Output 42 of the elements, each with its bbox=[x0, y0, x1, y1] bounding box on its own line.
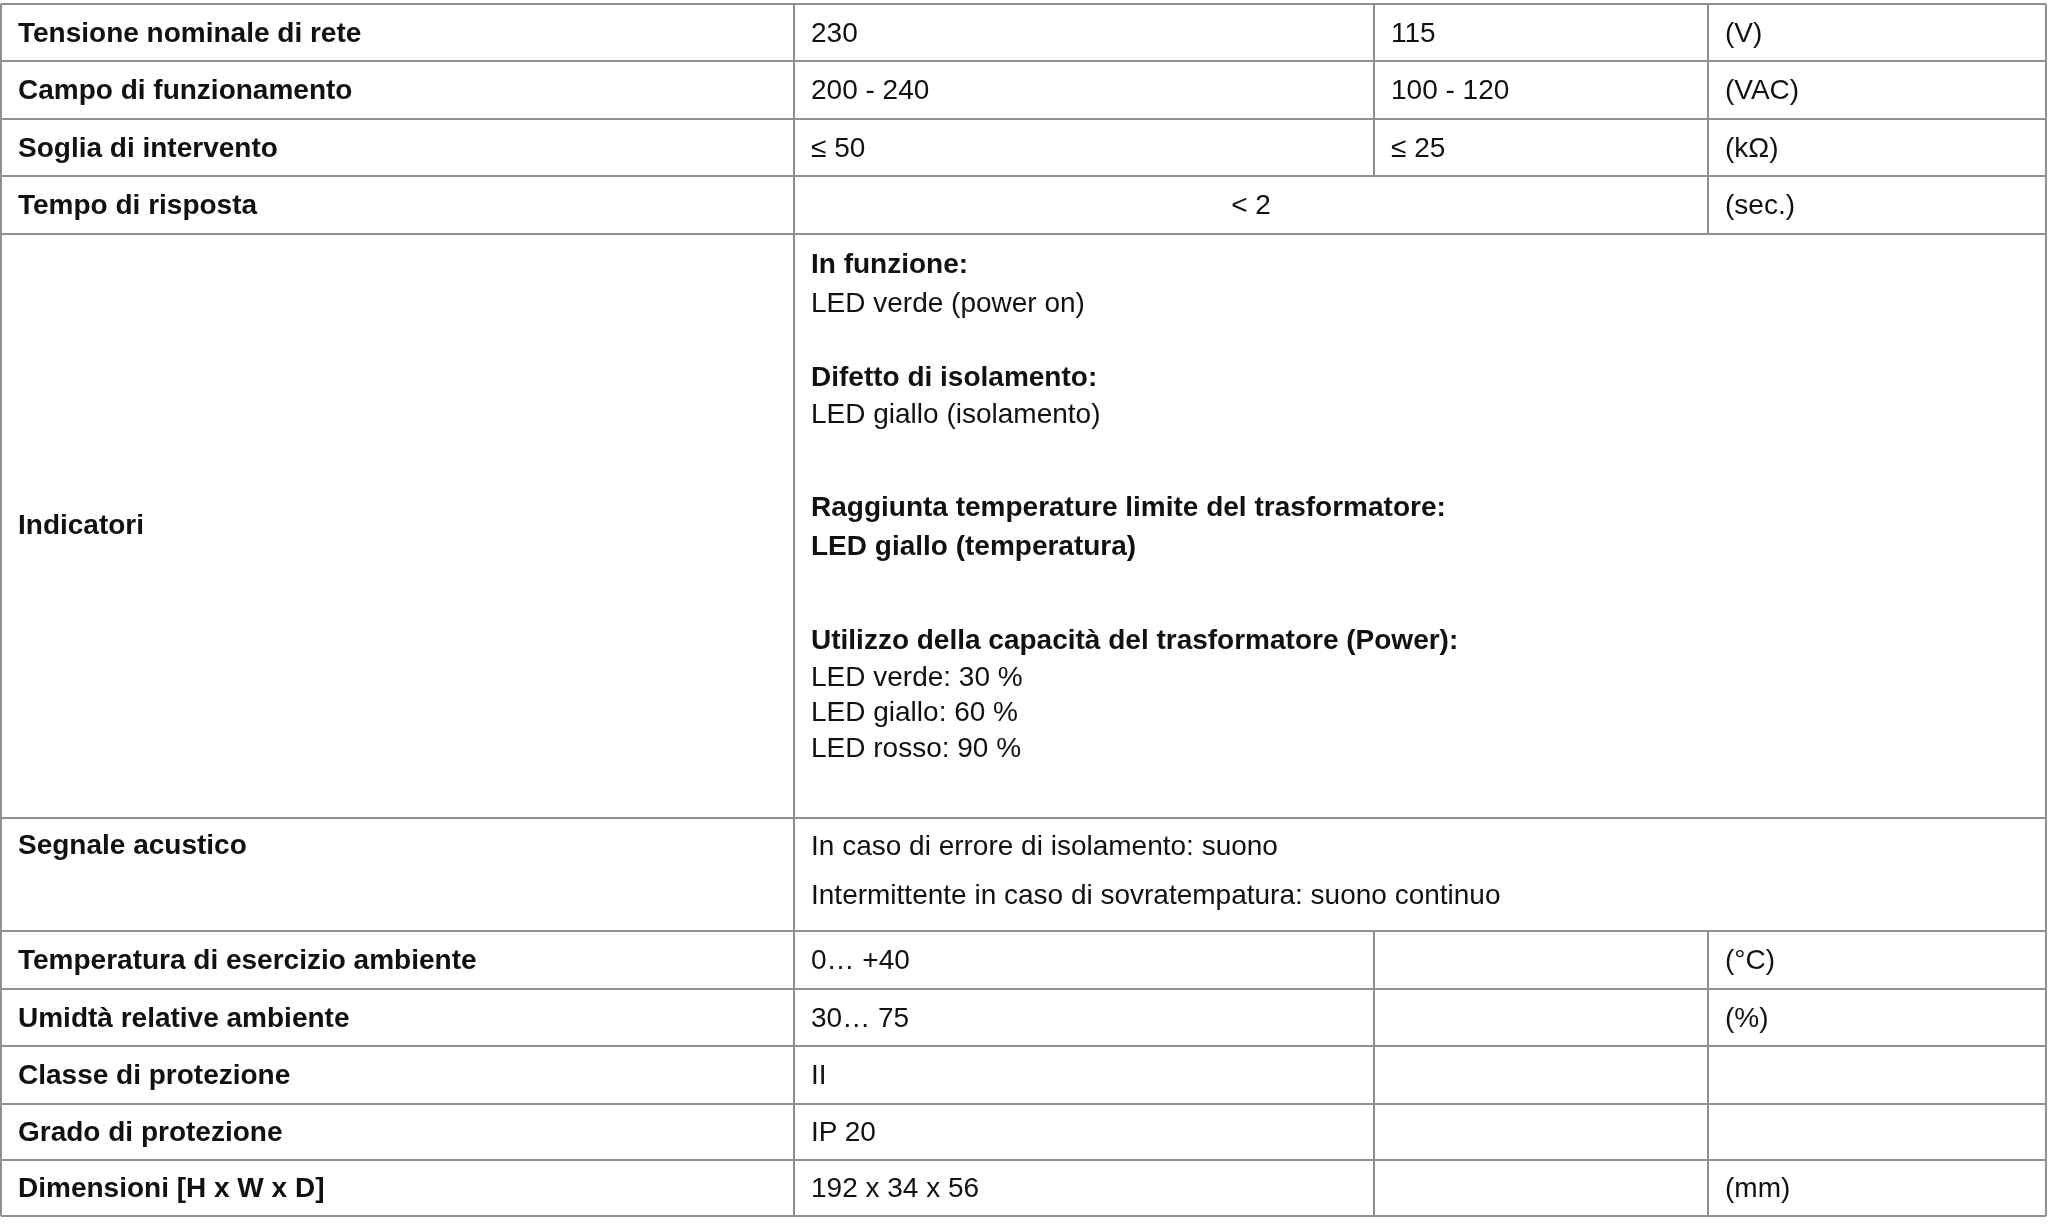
value-text: 200 - 240 bbox=[811, 73, 930, 107]
indicator-text: LED verde: 30 % bbox=[811, 660, 1023, 694]
indicator-text: LED giallo (temperatura) bbox=[811, 529, 1137, 563]
indicator-heading: Raggiunta temperature limite del trasformatore: bbox=[811, 490, 1446, 524]
value-text: II bbox=[811, 1058, 827, 1092]
value-text: 192 x 34 x 56 bbox=[811, 1171, 980, 1205]
value-text: 115 bbox=[1391, 16, 1436, 49]
value-text: ≤ 25 bbox=[1391, 131, 1446, 164]
row-label: Segnale acustico bbox=[18, 828, 247, 862]
unit-text: (%) bbox=[1725, 1001, 1769, 1034]
row-label: Grado di protezione bbox=[18, 1115, 283, 1149]
indicator-heading: Difetto di isolamento: bbox=[811, 360, 1098, 394]
indicator-text: LED giallo (isolamento) bbox=[811, 397, 1101, 431]
value-text: Intermittente in caso di sovratempatura: suono continuo bbox=[811, 878, 1501, 912]
unit-text: (V) bbox=[1725, 16, 1763, 49]
value-text: 100 - 120 bbox=[1391, 73, 1510, 107]
value-text: 0… +40 bbox=[811, 943, 910, 977]
value-text: < 2 bbox=[1231, 188, 1271, 222]
row-label: Tensione nominale di rete bbox=[18, 16, 362, 49]
value-text: In caso di errore di isolamento: suono bbox=[811, 829, 1278, 863]
indicator-heading: In funzione: bbox=[811, 247, 969, 281]
value-text: 30… 75 bbox=[811, 1001, 910, 1034]
unit-text: (sec.) bbox=[1725, 188, 1795, 222]
value-text: 230 bbox=[811, 16, 858, 49]
indicator-text: LED rosso: 90 % bbox=[811, 731, 1022, 765]
value-text: ≤ 50 bbox=[811, 131, 866, 164]
value-text: IP 20 bbox=[811, 1115, 876, 1149]
row-label: Classe di protezione bbox=[18, 1058, 291, 1092]
row-label: Temperatura di esercizio ambiente bbox=[18, 943, 477, 977]
row-label: Campo di funzionamento bbox=[18, 73, 353, 107]
row-label: Dimensioni [H x W x D] bbox=[18, 1171, 325, 1205]
row-label: Tempo di risposta bbox=[18, 188, 258, 222]
row-label: Soglia di intervento bbox=[18, 131, 278, 164]
unit-text: (kΩ) bbox=[1725, 131, 1779, 164]
unit-text: (VAC) bbox=[1725, 73, 1800, 107]
unit-text: (°C) bbox=[1725, 943, 1776, 977]
indicator-text: LED verde (power on) bbox=[811, 286, 1085, 320]
unit-text: (mm) bbox=[1725, 1171, 1791, 1205]
row-label: Indicatori bbox=[18, 508, 144, 542]
indicator-text: LED giallo: 60 % bbox=[811, 695, 1018, 729]
row-label: Umidtà relative ambiente bbox=[18, 1001, 350, 1034]
indicator-heading: Utilizzo della capacità del trasformatore (Power): bbox=[811, 623, 1459, 657]
